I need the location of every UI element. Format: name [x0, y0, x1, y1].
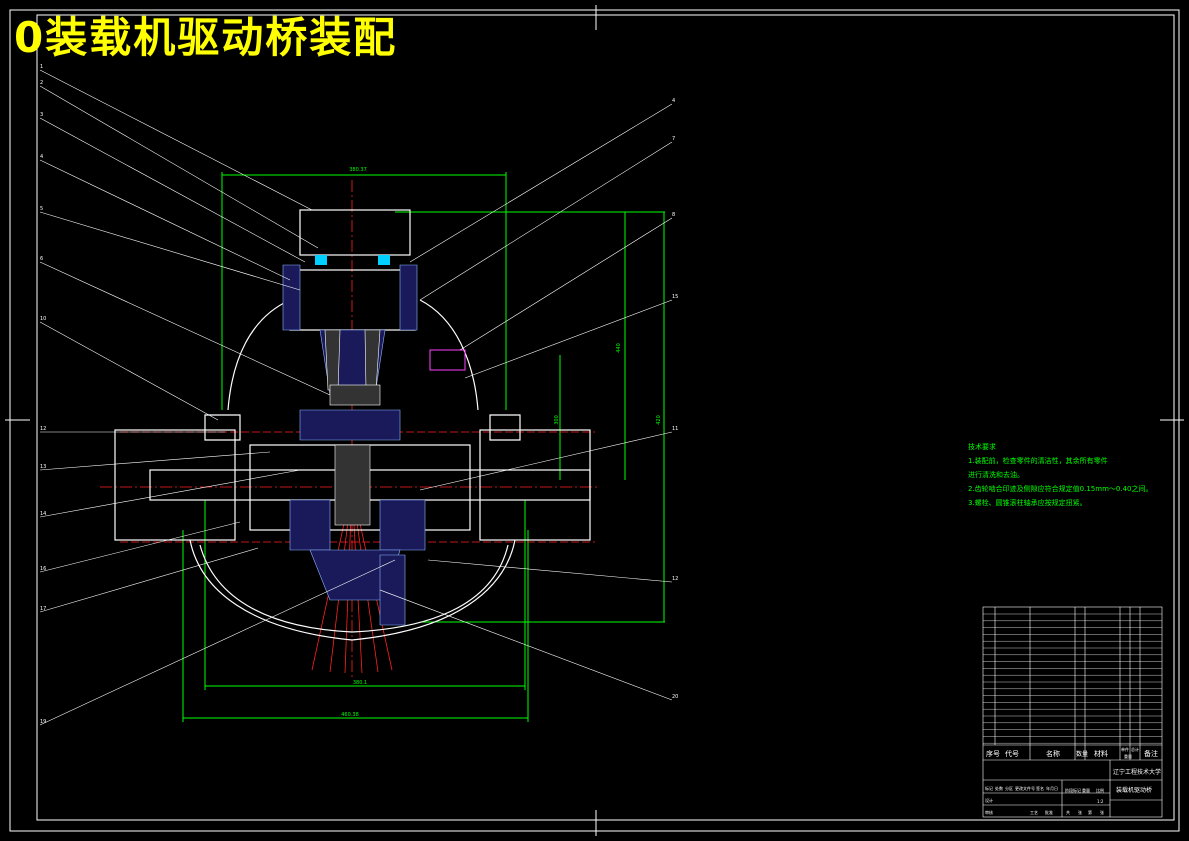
- tb-scale-value: 1:2: [1097, 799, 1104, 804]
- part-label: 11: [672, 426, 678, 432]
- tb-school: 辽宁工程技术大学: [1113, 768, 1161, 776]
- title-block: [982, 606, 1163, 818]
- tb-weight-label: 重量: [1082, 787, 1090, 793]
- dimension-label: 380.37: [349, 167, 367, 173]
- tb-header-weight: 重量: [1124, 753, 1132, 759]
- part-label: 2: [40, 80, 43, 86]
- part-label: 15: [672, 294, 678, 300]
- dimension-label: 380.1: [353, 680, 367, 686]
- tech-heading: 技术要求: [968, 443, 996, 451]
- part-label: 7: [672, 136, 675, 142]
- tb-drawing-name: 装载机驱动桥: [1116, 786, 1152, 794]
- part-label: 12: [40, 426, 46, 432]
- tb-header-total: 总计: [1131, 746, 1139, 752]
- dimension-label: 440: [616, 343, 622, 353]
- tb-sign-sign: 签名: [1036, 785, 1044, 791]
- tb-header-unit: 单件: [1121, 746, 1129, 752]
- tb-header-remark: 备注: [1144, 749, 1158, 758]
- tech-item: 3.螺栓、圆锥滚柱轴承应按规定扭紧。: [968, 499, 1087, 507]
- tb-sign-change: 更改文件号: [1015, 785, 1035, 791]
- part-label: 6: [40, 256, 43, 262]
- tb-sign-date: 年月日: [1046, 785, 1058, 791]
- tech-requirements: 技术要求 1.装配前，检查零件的清洁性，其余所有零件 进行清洗和去油。 2.齿轮…: [968, 440, 1168, 510]
- tb-header-name: 名称: [1046, 749, 1060, 758]
- tb-sign-approve: 批准: [1045, 809, 1053, 815]
- tb-sign-count: 处数: [995, 785, 1003, 791]
- title-block-rows: [983, 613, 1162, 744]
- tb-stage-label: 阶段标记: [1065, 787, 1081, 793]
- part-label: 14: [40, 511, 46, 517]
- tb-sign-zone: 分区: [1005, 785, 1013, 791]
- tech-item: 2.齿轮啮合印迹及侧隙应符合规定值0.15mm～0.40之间。: [968, 485, 1153, 493]
- tb-sheet-unit1: 张: [1078, 809, 1082, 815]
- part-label: 4: [40, 154, 43, 160]
- tb-sign-design: 设计: [985, 797, 993, 803]
- tb-sign-process: 工艺: [1030, 810, 1038, 815]
- part-label: 3: [40, 112, 43, 118]
- part-label: 10: [40, 316, 46, 322]
- dimension-label: 420: [656, 415, 662, 425]
- part-label: 4: [672, 98, 675, 104]
- tb-header-code: 代号: [1005, 749, 1019, 758]
- leader-lines: [39, 69, 673, 726]
- part-label: 17: [40, 606, 46, 612]
- sheet-frame: [5, 5, 1184, 836]
- part-label: 20: [672, 694, 678, 700]
- part-label: 8: [672, 212, 675, 218]
- highlights: [315, 255, 466, 371]
- dimension-label: 300: [554, 415, 560, 425]
- tb-sheet-total: 共: [1066, 809, 1070, 815]
- part-label: 12: [672, 576, 678, 582]
- drawing-title: 0装载机驱动桥装配: [14, 13, 398, 62]
- tb-header-qty: 数量: [1076, 750, 1088, 758]
- tech-item: 进行清洗和去油。: [968, 471, 1024, 479]
- tb-sign-review: 审核: [985, 809, 993, 815]
- tb-sheet-no: 第: [1088, 809, 1092, 815]
- tb-scale-label: 比例: [1096, 787, 1104, 793]
- tb-header-material: 材料: [1094, 749, 1108, 758]
- part-label: 16: [40, 566, 46, 572]
- dimension-label: 460.38: [341, 712, 359, 718]
- part-label: 13: [40, 464, 46, 470]
- gear-section: [324, 329, 381, 526]
- tb-sheet-unit2: 张: [1100, 809, 1104, 815]
- part-label: 5: [40, 206, 43, 212]
- tb-header-no: 序号: [986, 749, 1000, 758]
- part-label: 19: [40, 719, 46, 725]
- dimension-labels: 380.37 440 420 300 380.1 460.38: [341, 167, 662, 718]
- tech-item: 1.装配前，检查零件的清洁性，其余所有零件: [968, 457, 1108, 465]
- dimension-frames: [182, 172, 665, 722]
- tb-sign-mark: 标记: [985, 785, 993, 791]
- title-block-text: 序号 代号 名称 数量 材料 单件 总计 重量 备注 辽宁工程技术大学 装载机驱…: [985, 746, 1161, 815]
- part-labels-right: 4 7 8 15 11 12 20: [672, 98, 678, 700]
- part-label: 1: [40, 64, 43, 70]
